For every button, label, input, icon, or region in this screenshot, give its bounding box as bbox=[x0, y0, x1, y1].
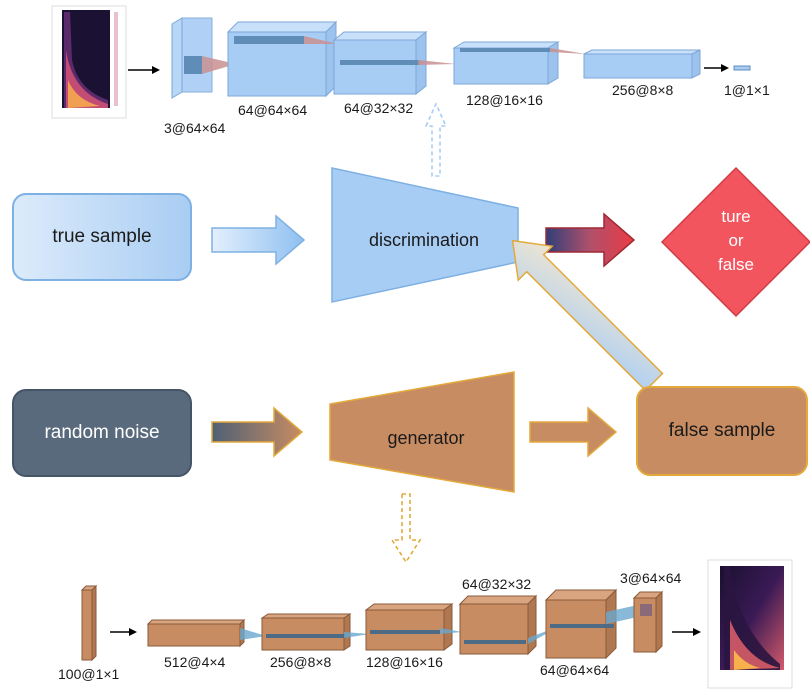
generator-shape bbox=[329, 371, 515, 493]
arrow-head bbox=[129, 628, 137, 636]
decision-text-line2: or bbox=[728, 231, 743, 250]
gen-layer-block-5 bbox=[458, 594, 560, 656]
gen-layer-label-6: 64@64×64 bbox=[540, 662, 610, 678]
disc-layer-label-6: 1@1×1 bbox=[724, 82, 770, 98]
arrow-gen-to-false bbox=[529, 406, 618, 458]
disc-layer-block-3 bbox=[332, 30, 456, 96]
arrow-head bbox=[152, 66, 160, 74]
random-noise-box: random noise bbox=[12, 389, 192, 477]
disc-layer-block-2 bbox=[226, 20, 338, 98]
gen-layer-label-7: 3@64×64 bbox=[620, 570, 682, 586]
arrow-disc-to-decision bbox=[545, 212, 636, 268]
arrow-head bbox=[721, 64, 729, 72]
decision-text-line1: ture bbox=[721, 207, 750, 226]
gen-layer-block-6 bbox=[544, 588, 642, 660]
decision-text-line3: false bbox=[718, 255, 754, 274]
disc-output-block bbox=[733, 65, 751, 71]
gen-layer-block-4 bbox=[364, 603, 462, 651]
gen-layer-block-1 bbox=[80, 584, 98, 662]
dashed-up-arrow-discriminator bbox=[424, 102, 448, 177]
arrow-head bbox=[693, 628, 701, 636]
gen-layer-block-3 bbox=[260, 613, 370, 651]
arrow-false-to-disc bbox=[511, 239, 664, 392]
decision-diamond bbox=[660, 166, 810, 318]
discrimination-label: discrimination bbox=[369, 230, 479, 250]
arrow-noise-to-gen bbox=[211, 406, 304, 458]
false-sample-box: false sample bbox=[636, 386, 808, 476]
gen-layer-label-4: 128@16×16 bbox=[366, 654, 443, 670]
gen-layer-label-2: 512@4×4 bbox=[164, 654, 226, 670]
gen-layer-block-7 bbox=[632, 590, 664, 654]
arrow-true-to-disc bbox=[211, 214, 306, 266]
gen-layer-block-2 bbox=[146, 618, 266, 648]
disc-layer-label-2: 64@64×64 bbox=[238, 102, 308, 118]
disc-layer-block-5 bbox=[583, 49, 701, 79]
disc-layer-label-3: 64@32×32 bbox=[344, 100, 414, 116]
dashed-down-arrow-generator bbox=[390, 493, 422, 564]
disc-layer-label-1: 3@64×64 bbox=[164, 120, 226, 136]
gen-layer-label-1: 100@1×1 bbox=[58, 666, 120, 682]
input-spectrogram-image bbox=[51, 5, 127, 119]
disc-layer-label-4: 128@16×16 bbox=[466, 92, 543, 108]
disc-layer-label-5: 256@8×8 bbox=[612, 82, 674, 98]
gen-layer-label-3: 256@8×8 bbox=[270, 654, 332, 670]
gen-layer-label-5: 64@32×32 bbox=[462, 576, 532, 592]
random-noise-label: random noise bbox=[44, 422, 160, 443]
false-sample-label: false sample bbox=[668, 420, 776, 441]
disc-layer-block-1 bbox=[171, 17, 236, 99]
true-sample-box: true sample bbox=[12, 193, 192, 281]
true-sample-label: true sample bbox=[52, 226, 152, 247]
generator-label: generator bbox=[387, 428, 464, 448]
output-spectrogram-image bbox=[707, 559, 793, 689]
disc-layer-block-4 bbox=[452, 41, 586, 85]
